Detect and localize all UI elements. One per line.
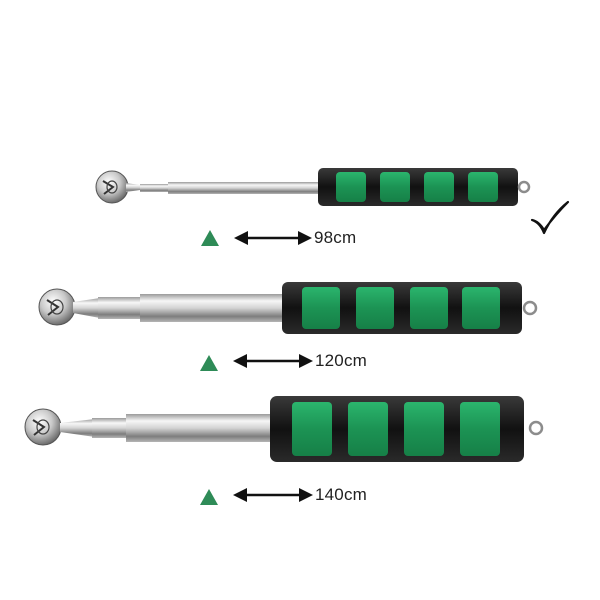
checkmark-icon xyxy=(530,200,570,235)
grip-pad xyxy=(380,172,410,202)
grip-pad xyxy=(348,402,388,456)
size-label-140cm: 140cm xyxy=(315,485,368,504)
telescopic-pole-120cm xyxy=(38,282,538,334)
double-arrow-icon xyxy=(233,488,313,502)
grip-pad xyxy=(460,402,500,456)
grip-pad xyxy=(462,287,500,329)
telescopic-pole-98cm xyxy=(95,168,531,206)
triangle-icon xyxy=(201,230,219,246)
grip-pad xyxy=(424,172,454,202)
double-arrow-icon xyxy=(233,354,313,368)
grip-pad xyxy=(336,172,366,202)
size-label-98cm: 98cm xyxy=(314,228,357,247)
grip-pad xyxy=(292,402,332,456)
grip-pad xyxy=(302,287,340,329)
triangle-icon xyxy=(200,489,218,505)
double-arrow-icon xyxy=(234,231,312,245)
grip-pad xyxy=(404,402,444,456)
telescopic-pole-140cm xyxy=(24,396,544,462)
grip-pad xyxy=(468,172,498,202)
size-label-120cm: 120cm xyxy=(315,351,368,370)
triangle-icon xyxy=(200,355,218,371)
grip-pad xyxy=(410,287,448,329)
grip-pad xyxy=(356,287,394,329)
